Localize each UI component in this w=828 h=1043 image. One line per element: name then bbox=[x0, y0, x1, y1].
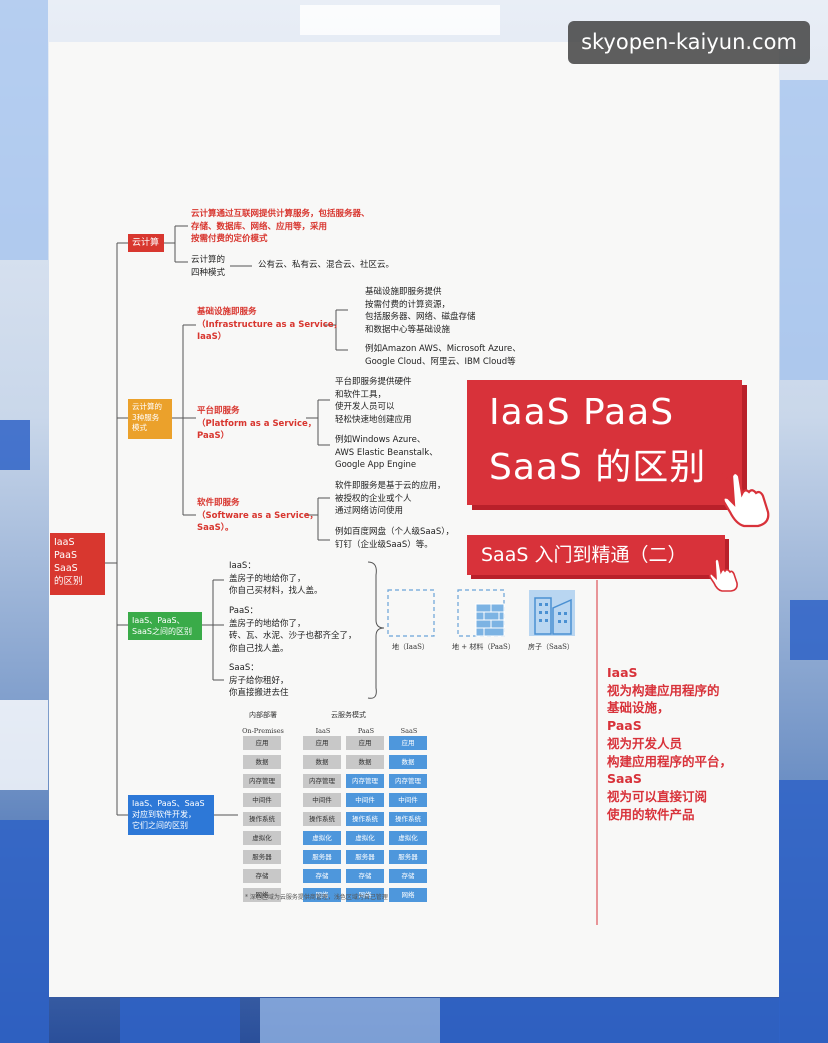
saas-examples: 例如百度网盘（个人级SaaS）， 钉钉（企业级SaaS）等。 bbox=[335, 527, 454, 550]
node-cloud-computing: 云计算 bbox=[128, 234, 164, 252]
table-cell: 中间件 bbox=[389, 793, 427, 807]
table-cell: 应用 bbox=[389, 736, 427, 750]
table-cell: 虚拟化 bbox=[243, 831, 281, 845]
table-cell: 存储 bbox=[346, 869, 384, 883]
table-cell: 中间件 bbox=[243, 793, 281, 807]
table-cell: 操作系统 bbox=[243, 812, 281, 826]
caption-land: 地（IaaS） bbox=[392, 643, 429, 651]
table-cell: 应用 bbox=[243, 736, 281, 750]
building-icon bbox=[529, 590, 575, 636]
cloud-models: 公有云、私有云、混合云、社区云。 bbox=[258, 260, 395, 270]
table-cell: 中间件 bbox=[346, 793, 384, 807]
caption-house: 房子（SaaS） bbox=[528, 643, 574, 651]
node-analogy: IaaS、PaaS、 SaaS之间的区别 bbox=[128, 612, 202, 640]
table-cell: 应用 bbox=[303, 736, 341, 750]
paas-description: 平台即服务提供硬件 和软件工具， 使开发人员可以 轻松快速地创建应用 bbox=[335, 377, 412, 425]
table-cell: 操作系统 bbox=[303, 812, 341, 826]
watermark: skyopen-kaiyun.com bbox=[568, 21, 810, 64]
hero-subtitle: SaaS 入门到精通（二） bbox=[467, 535, 725, 575]
table-cell: 内存管理 bbox=[303, 774, 341, 788]
hero-title-box: IaaS PaaS SaaS 的区别 bbox=[467, 380, 742, 505]
table-cell: 数据 bbox=[243, 755, 281, 769]
table-column-header: SaaS bbox=[400, 727, 418, 735]
table-cell: 存储 bbox=[303, 869, 341, 883]
iaas-examples: 例如Amazon AWS、Microsoft Azure、 Google Clo… bbox=[365, 344, 521, 367]
table-cell: 虚拟化 bbox=[303, 831, 341, 845]
table-cell: 应用 bbox=[346, 736, 384, 750]
table-cell: 网络 bbox=[243, 888, 281, 902]
table-cell: 存储 bbox=[243, 869, 281, 883]
table-cell: 网络 bbox=[389, 888, 427, 902]
table-cell: 操作系统 bbox=[389, 812, 427, 826]
table-column-header: PaaS bbox=[357, 727, 375, 735]
cloud-models-label: 云计算的 四种模式 bbox=[191, 255, 226, 278]
node-three-modes: 云计算的 3种服务 模式 bbox=[128, 399, 172, 439]
analogy-paas: PaaS： 盖房子的地给你了， 砖、瓦、水泥、沙子也都齐全了， 你自己找人盖。 bbox=[229, 606, 357, 654]
table-cell: 内存管理 bbox=[346, 774, 384, 788]
table-cell: 服务器 bbox=[303, 850, 341, 864]
hero-title-line2: SaaS 的区别 bbox=[489, 447, 707, 488]
table-cell: 数据 bbox=[346, 755, 384, 769]
caption-material: 地 + 材料（PaaS） bbox=[452, 643, 515, 651]
dashed-square-icon bbox=[387, 589, 435, 637]
brick-wall-icon bbox=[457, 589, 505, 637]
table-cell: 服务器 bbox=[243, 850, 281, 864]
table-cell: 服务器 bbox=[346, 850, 384, 864]
table-cell: 存储 bbox=[389, 869, 427, 883]
table-cell: 虚拟化 bbox=[346, 831, 384, 845]
table-cell: 网络 bbox=[346, 888, 384, 902]
paas-examples: 例如Windows Azure、 AWS Elastic Beanstalk、 … bbox=[335, 435, 438, 470]
table-cell: 网络 bbox=[303, 888, 341, 902]
table-cell: 数据 bbox=[389, 755, 427, 769]
iaas-description: 基础设施即服务提供 按需付费的计算资源， 包括服务器、网络、磁盘存储 和数据中心… bbox=[365, 287, 476, 335]
group-internal: 内部部署 bbox=[249, 711, 277, 719]
table-cell: 操作系统 bbox=[346, 812, 384, 826]
analogy-saas: SaaS： 房子给你租好， 你直接搬进去住 bbox=[229, 663, 289, 698]
root-node: IaaS PaaS SaaS 的区别 bbox=[50, 533, 105, 595]
summary-description: IaaS 视为构建应用程序的 基础设施， PaaS 视为开发人员 构建应用程序的… bbox=[607, 665, 733, 822]
click-hand-icon bbox=[708, 558, 738, 592]
hero-title-line1: IaaS PaaS bbox=[489, 392, 675, 433]
cloud-definition: 云计算通过互联网提供计算服务，包括服务器、 存储、数据库、网络、应用等，采用 按… bbox=[191, 209, 370, 244]
group-cloud: 云服务模式 bbox=[331, 711, 366, 719]
table-cell: 中间件 bbox=[303, 793, 341, 807]
paas-title: 平台即服务 （Platform as a Service， PaaS） bbox=[197, 406, 317, 441]
table-cell: 内存管理 bbox=[243, 774, 281, 788]
table-column-header: On-Premises bbox=[242, 727, 284, 735]
table-note: * 深色区域为云服务提供商管理，浅色区域为自己管理 bbox=[245, 894, 388, 901]
table-cell: 数据 bbox=[303, 755, 341, 769]
table-column-header: IaaS bbox=[315, 727, 331, 735]
node-layers: IaaS、PaaS、SaaS 对应到软件开发， 它们之间的区别 bbox=[128, 795, 214, 835]
saas-description: 软件即服务是基于云的应用， 被授权的企业或个人 通过网络访问使用 bbox=[335, 481, 446, 516]
table-cell: 虚拟化 bbox=[389, 831, 427, 845]
table-cell: 内存管理 bbox=[389, 774, 427, 788]
click-hand-icon bbox=[720, 468, 770, 528]
iaas-title: 基础设施即服务 （Infrastructure as a Service， Ia… bbox=[197, 307, 343, 342]
saas-title: 软件即服务 （Software as a Service， SaaS）。 bbox=[197, 498, 319, 533]
table-cell: 服务器 bbox=[389, 850, 427, 864]
analogy-iaas: IaaS： 盖房子的地给你了， 你自己买材料，找人盖。 bbox=[229, 561, 323, 596]
